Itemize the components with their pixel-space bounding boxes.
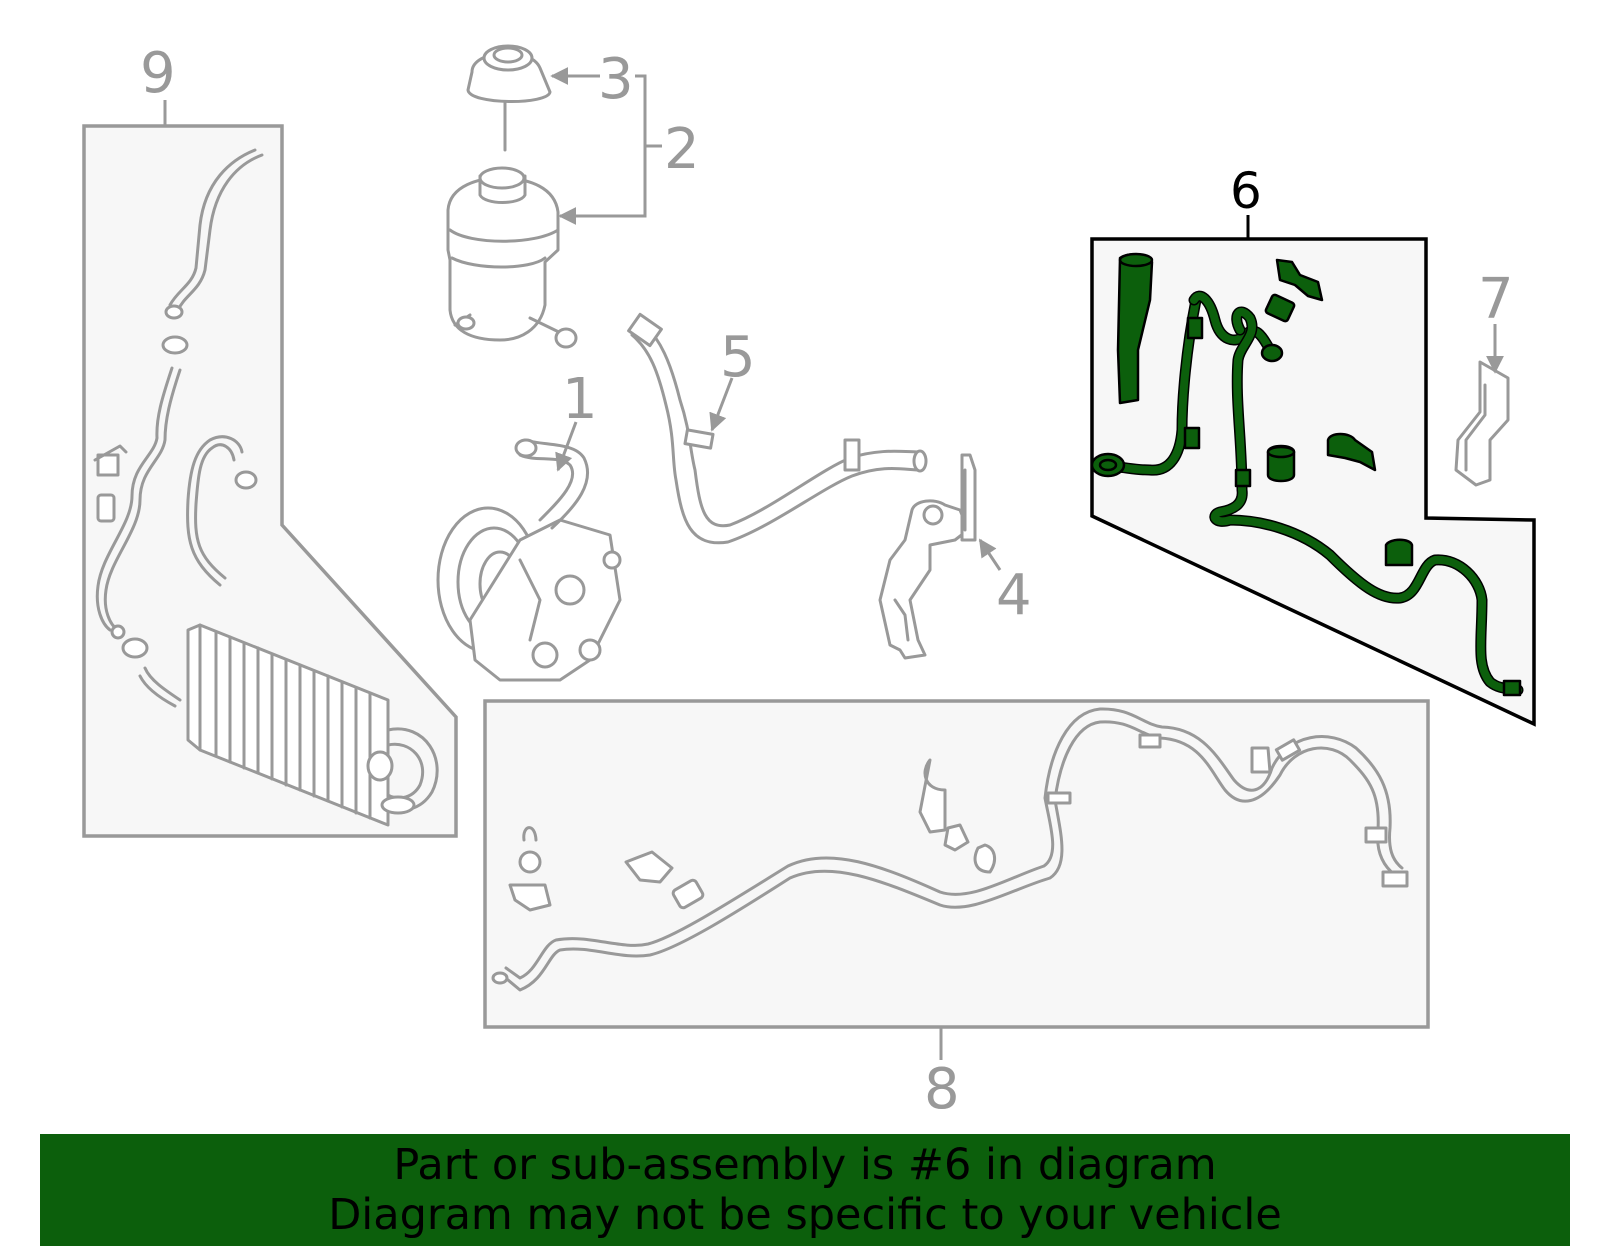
cooler-long-tube	[103, 368, 182, 632]
callout-6: 6	[1230, 162, 1262, 220]
highlight-clip-1	[1275, 258, 1324, 302]
callout-9: 9	[140, 41, 176, 106]
banner-line-2: Diagram may not be specific to your vehi…	[328, 1190, 1282, 1240]
clamp-icon	[161, 335, 189, 355]
cooler-middle-hose	[186, 435, 244, 587]
part-2-reservoir[interactable]: 2	[446, 74, 700, 349]
notice-banner: Part or sub-assembly is #6 in diagram Di…	[40, 1134, 1570, 1246]
callout-5: 5	[720, 325, 756, 390]
highlight-clamp-2	[1326, 432, 1377, 472]
part-3-reservoir-cap[interactable]: 3	[466, 44, 634, 152]
callout-8: 8	[924, 1057, 960, 1122]
banner-line-1: Part or sub-assembly is #6 in diagram	[393, 1140, 1217, 1190]
callout-3: 3	[598, 47, 634, 112]
part-5-suction-hose[interactable]: 5	[627, 312, 928, 545]
part-9-cooler-assembly[interactable]: 9	[82, 41, 458, 838]
callout-2: 2	[664, 117, 700, 182]
highlight-hose-2	[1106, 296, 1200, 475]
part-8-return-line[interactable]: 8	[483, 699, 1430, 1122]
part-6-pressure-line-assembly[interactable]: 6	[1090, 162, 1536, 727]
highlight-bushing	[1384, 538, 1414, 567]
part-4-bracket[interactable]: 4	[878, 453, 1032, 660]
callout-7: 7	[1478, 267, 1514, 332]
cooler-upper-hose	[176, 153, 264, 312]
highlight-pressure-line	[1210, 308, 1522, 694]
callout-4: 4	[996, 563, 1032, 628]
part-7-heat-shield[interactable]: 7	[1454, 267, 1514, 487]
panel-9	[82, 124, 458, 838]
part-1-power-steering-pump[interactable]: 1	[436, 367, 622, 682]
cooler-core	[186, 623, 439, 827]
callout-1: 1	[562, 367, 598, 432]
panel-6	[1090, 237, 1536, 727]
